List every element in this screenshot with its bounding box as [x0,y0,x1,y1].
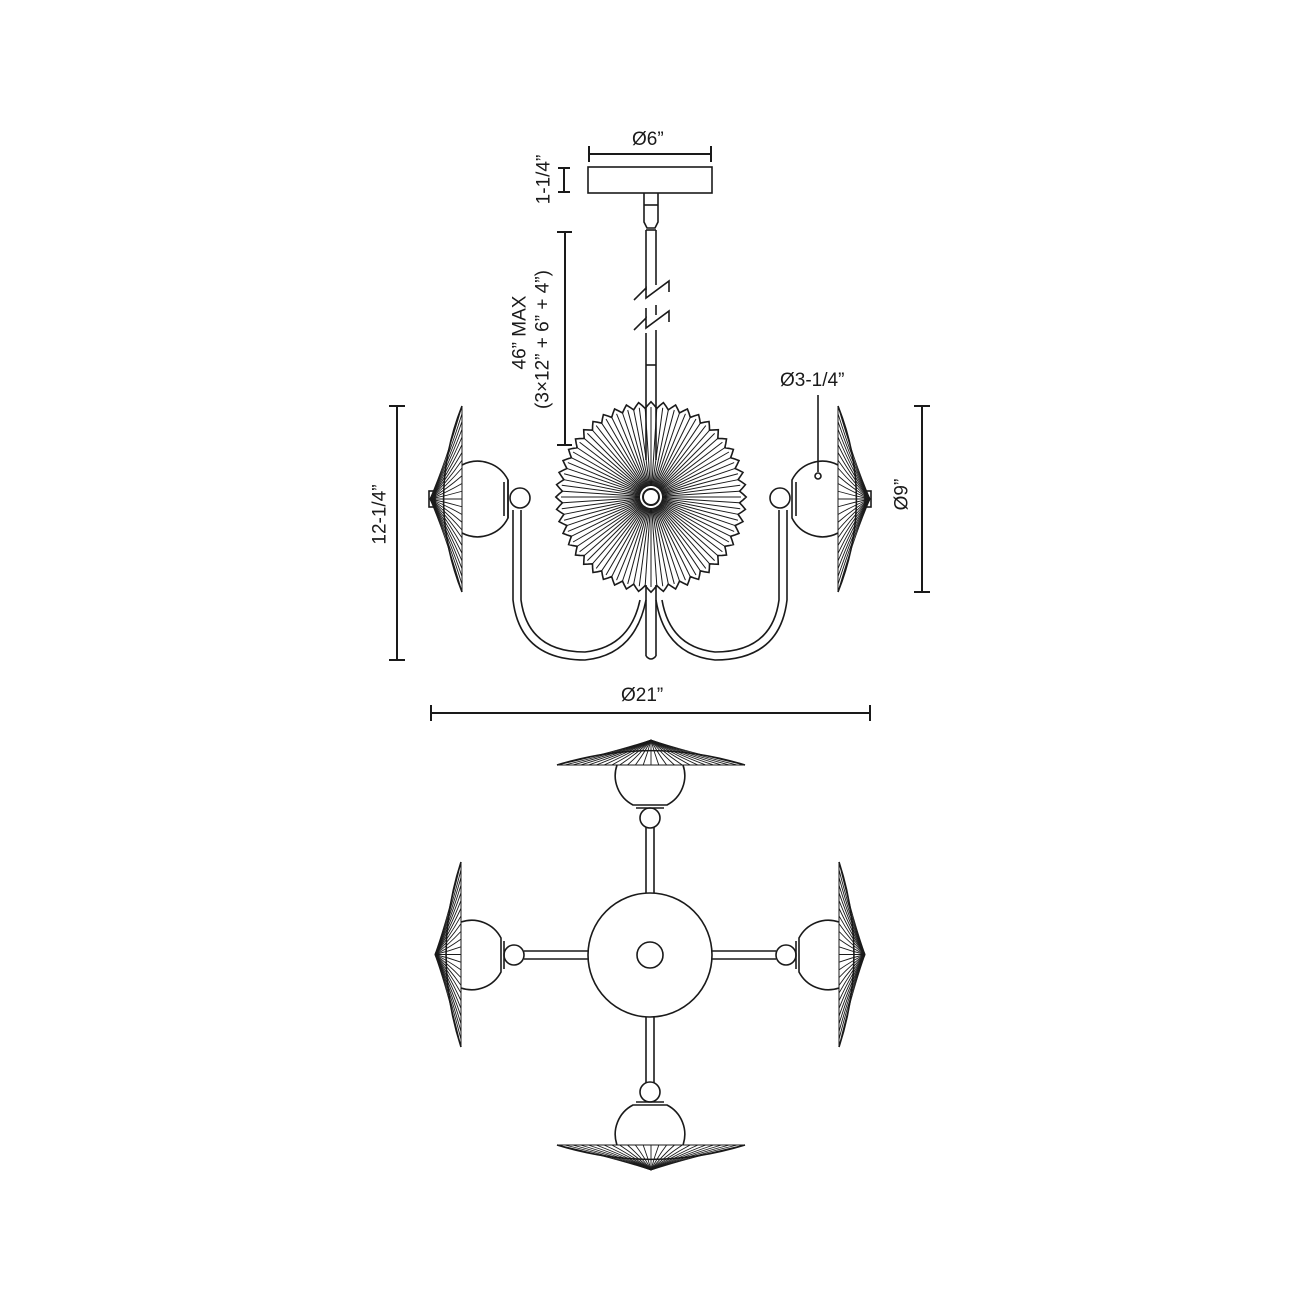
glass-globe-icon [614,1104,686,1146]
center-rod [645,585,657,660]
fluted-shade-icon [556,1144,746,1171]
top-view-arms [524,827,776,1083]
shade-diameter-label: Ø9” [891,478,913,511]
canopy-diameter-label: Ø6” [632,129,664,150]
shade-diameter-dimension [914,405,930,593]
fixture-height-dimension [389,405,405,661]
glass-globe-icon [460,919,502,991]
canopy-height-label: 1-1/4” [533,154,555,205]
left-light [428,405,509,593]
canopy-diameter-dimension [588,146,712,162]
stem-coupler [643,193,659,229]
fluted-shade-icon [556,739,746,766]
fluted-shade-icon [837,405,871,593]
fluted-shade-icon [429,405,463,593]
fixture-height-label: 12-1/4” [369,484,391,545]
canopy-height-dimension [558,167,570,193]
glass-globe-icon [614,764,686,806]
right-arm [655,487,791,661]
glass-globe-icon [461,460,509,538]
fluted-disc-icon [554,400,748,594]
center-hub [587,892,713,1018]
top-view [434,739,866,1171]
stem [645,230,657,460]
stem-length-label-line1: 46” MAX [509,295,531,370]
glass-globe-icon [791,460,839,538]
left-arm [509,487,647,661]
globe-diameter-label: Ø3-1/4” [780,370,845,391]
canopy-icon [587,166,713,194]
arm-knuckle [769,487,791,509]
center-cap [636,941,664,969]
fluted-shade-icon [838,861,866,1048]
stem-length-dimension [557,231,572,446]
break-symbol-icon [633,279,670,331]
overall-width-label: Ø21” [621,685,664,706]
fluted-shade-icon [434,861,462,1048]
arm-knuckle [509,487,531,509]
side-view [389,146,930,721]
stem-length-label-line2: (3×12” + 6” + 4”) [532,270,554,409]
right-light [791,405,872,593]
overall-width-dimension [430,705,871,721]
glass-globe-icon [798,919,840,991]
